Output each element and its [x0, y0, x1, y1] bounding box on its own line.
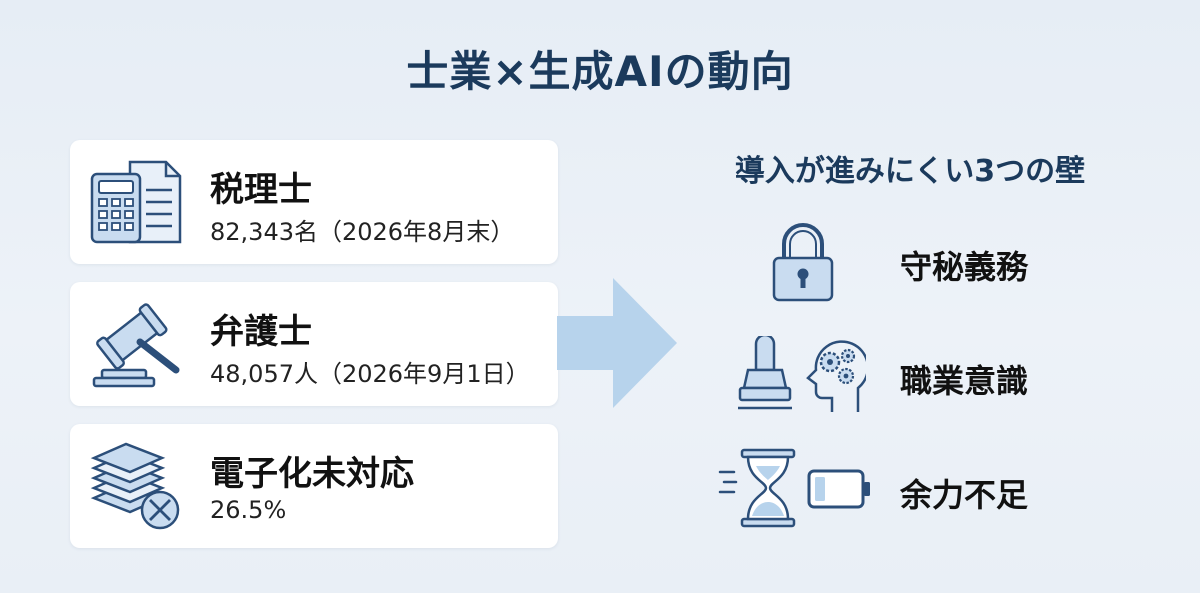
page-title: 士業×生成AIの動向 [406, 47, 794, 96]
card-value: 26.5% [210, 496, 287, 524]
card-heading: 電子化未対応 [210, 454, 414, 494]
wall-label-confidentiality: 守秘義務 [900, 248, 1029, 286]
paper-stack-cross-icon [90, 442, 180, 530]
card-lawyer: 弁護士 48,057人（2026年9月1日） [70, 282, 558, 406]
calculator-document-icon [90, 160, 182, 244]
padlock-icon [772, 223, 834, 302]
card-not-digitized: 電子化未対応 26.5% [70, 424, 558, 548]
hourglass-icon [718, 448, 796, 528]
card-heading: 弁護士 [210, 312, 312, 352]
card-heading: 税理士 [210, 170, 312, 210]
card-value: 48,057人（2026年9月1日） [210, 360, 530, 388]
card-tax-accountant: 税理士 82,343名（2026年8月末） [70, 140, 558, 264]
wall-label-lack-of-capacity: 余力不足 [900, 476, 1029, 514]
head-gears-icon [806, 340, 866, 412]
right-arrow-icon [557, 278, 677, 408]
walls-title: 導入が進みにくい3つの壁 [734, 154, 1086, 189]
wall-label-professional-mindset: 職業意識 [900, 362, 1029, 400]
card-value: 82,343名（2026年8月末） [210, 218, 515, 246]
stamp-icon [738, 336, 792, 410]
gavel-icon [92, 303, 180, 388]
low-battery-icon [807, 469, 870, 509]
